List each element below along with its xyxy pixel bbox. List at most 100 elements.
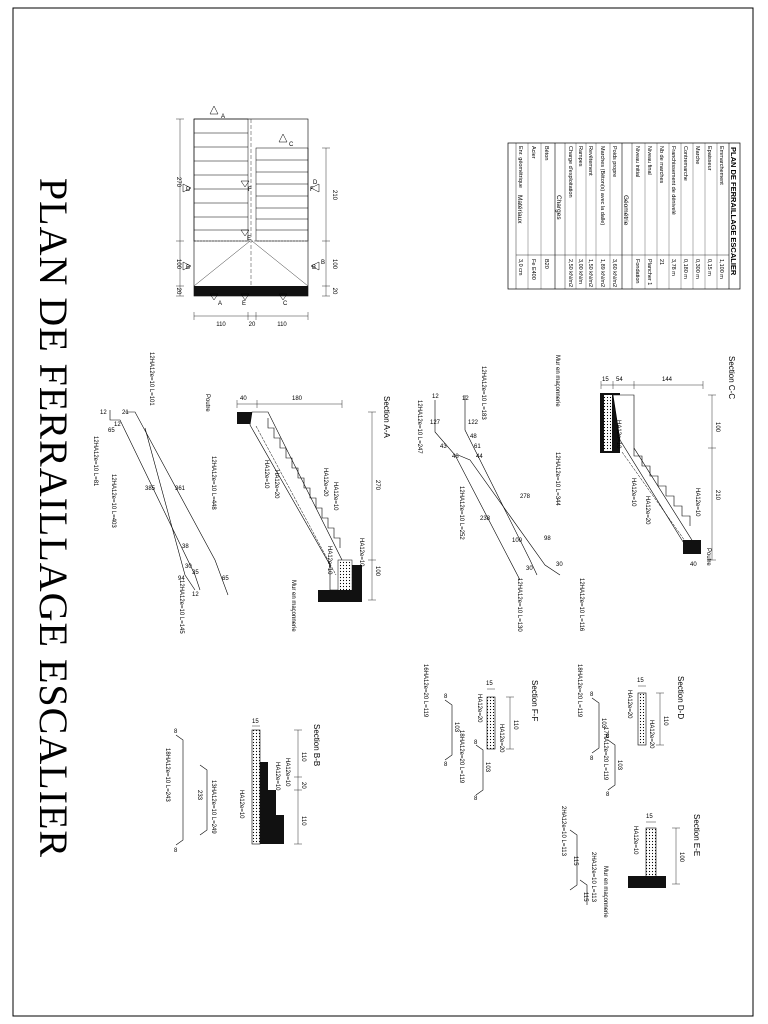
aa-dim: 270 — [374, 480, 380, 491]
section-dd-title: Section D-D — [676, 676, 685, 719]
plan-dim-210: 210 — [331, 190, 337, 201]
aa-schedule-dim: 361 — [175, 486, 186, 492]
table-cell: Rampes — [577, 146, 583, 167]
cc-dim: 144 — [662, 377, 673, 383]
aa-schedule-dim: 12 — [100, 410, 107, 416]
bb-schedule-dim: 8 — [174, 729, 178, 735]
bb-step-1 — [260, 762, 268, 844]
table-cell: Enr. géométrique — [517, 146, 523, 188]
sheet-border — [12, 7, 754, 1017]
table-cell: 1,89 kN/m2 — [599, 259, 605, 287]
aa-schedule-dim: 65 — [108, 428, 115, 434]
section-ff-title: Section F-F — [530, 680, 539, 721]
table-cell: Emmarchement — [718, 146, 724, 185]
table-cell: Epaisseur — [706, 146, 712, 171]
section-bb-title: Section B-B — [312, 724, 321, 766]
aa-schedule-dim: 35 — [192, 570, 199, 576]
cc-slab — [612, 394, 696, 546]
plan-dim-100-right: 100 — [331, 259, 337, 270]
aa-bar: HA12e=10 — [263, 460, 269, 489]
table-cell: Niveau final — [646, 146, 652, 175]
cc-schedule-dim: 98 — [544, 536, 551, 542]
ff-schedule-dim: 103 — [484, 762, 490, 773]
table-group-charges: Charges — [555, 195, 562, 220]
plan-dim-110-left: 110 — [216, 322, 226, 328]
cc-schedule-label: 12HA12e=10 L=130 — [516, 578, 522, 632]
aa-schedule-dim: 385 — [145, 486, 156, 492]
ee-dim: 15 — [646, 814, 653, 820]
ff-schedule-dim: 8 — [444, 694, 448, 700]
stair-plan: 270 100 20 210 100 20 110 20 110 A C D B… — [175, 105, 337, 328]
aa-bar: HA12e=10 — [332, 482, 338, 511]
dd-schedule-dim: 103 — [616, 760, 622, 771]
ee-schedule-label: 2HA12e=10 L=113 — [590, 852, 596, 903]
table-cell: B20 — [543, 259, 549, 269]
bb-step-3 — [276, 815, 284, 844]
cc-schedule-dim: 122 — [468, 420, 479, 426]
aa-dim: 40 — [240, 396, 247, 402]
cc-schedule-dim: 100 — [512, 538, 523, 544]
cc-schedule-dim: 127 — [430, 420, 441, 426]
section-ee-title: Section E-E — [692, 814, 701, 856]
plan-dim-20-mid: 20 — [249, 322, 256, 328]
aa-bar: HA12e=10 — [358, 538, 364, 567]
marker-c-top: C — [289, 142, 294, 148]
cc-schedule-label: 12HA12e=10 L=247 — [416, 400, 422, 454]
table-cell: Acier — [530, 146, 536, 159]
aa-schedule-dim: 94 — [178, 576, 185, 582]
ee-bar: HA12e=10 — [632, 826, 638, 855]
summary-table: PLAN DE FERRAILLAGE ESCALIER Géométrie C… — [507, 142, 741, 290]
table-cell: Béton — [543, 146, 549, 160]
table-cell: Marches (Béton(s) avec la dalle) — [599, 146, 605, 225]
marker-f-right: F — [310, 187, 314, 193]
bb-dim: 110 — [300, 752, 306, 762]
table-cell: 3,0 cm — [517, 259, 523, 276]
cc-schedule-dim: 48 — [470, 434, 477, 440]
dd-schedule-dim: 8 — [590, 692, 594, 698]
table-cell: Franchissement de dénivelé — [670, 146, 676, 215]
cc-schedule-dim: 12 — [462, 396, 469, 402]
table-cell: 1,50 kN/m2 — [587, 259, 593, 287]
table-cell: Plancher 1 — [646, 259, 652, 285]
marker-f-mid: F — [248, 187, 252, 193]
table-cell: 0,15 m — [706, 259, 712, 276]
plan-dim-20-right: 20 — [331, 288, 337, 295]
section-markers — [182, 105, 320, 301]
marker-e-bottom: E — [242, 301, 246, 307]
aa-dim: 100 — [374, 566, 380, 577]
table-cell: Poids propre — [611, 146, 617, 177]
cc-dim: 40 — [690, 562, 697, 568]
table-charges-rows: Poids propre 3,60 kN/m2 Marches (Béton(s… — [567, 143, 617, 289]
ff-schedule-dim: 103 — [453, 722, 459, 733]
dd-bar: HA12e=20 — [626, 690, 632, 719]
ff-schedule-dim: 8 — [444, 762, 448, 768]
ff-bar: HA12e=20 — [498, 724, 504, 753]
cc-steps — [633, 448, 691, 526]
cc-schedule-dim: 43 — [440, 444, 447, 450]
cc-label-wall: Mur en maçonnerie — [554, 355, 560, 407]
aa-schedule-label: 12HA12e=10 L=145 — [178, 580, 184, 634]
plan-dim-110-right: 110 — [277, 322, 287, 328]
table-cell: 3,00 kN/m — [577, 259, 583, 284]
cc-dim: 210 — [714, 490, 720, 501]
aa-wall-base — [318, 590, 362, 602]
cc-bar: HA12e=10 — [615, 420, 621, 449]
ff-schedule-label: 16HA12e=20 L=119 — [422, 664, 428, 718]
ff-schedule-dim: 8 — [474, 796, 478, 802]
bb-dim: 20 — [300, 782, 306, 789]
bb-schedule-dim: 233 — [196, 790, 202, 801]
marker-b-bottom-right: B — [321, 260, 325, 266]
dd-schedule-dim: 8 — [606, 734, 610, 740]
aa-bar: HA12e=10 — [326, 546, 332, 575]
table-title: PLAN DE FERRAILLAGE ESCALIER — [729, 147, 738, 276]
dd-dim: 110 — [662, 716, 668, 726]
ee-schedule-dim: 115 — [572, 856, 578, 866]
ee-schedule-label: 2HA12e=10 L=113 — [560, 806, 566, 857]
section-b-b: Section B-B 15 110 20 110 HA12e=10 HA12e… — [164, 719, 321, 854]
marker-b-left: B — [186, 265, 190, 271]
bb-bar: HA12e=10 — [274, 762, 280, 791]
aa-schedule-label: 12HA12e=10 L=81 — [92, 436, 98, 487]
cc-schedule-label: 12HA12e=10 L=183 — [480, 366, 486, 420]
marker-d-left: D — [186, 187, 191, 193]
section-f-f: Section F-F 15 110 HA12e=20 HA12e=20 16H… — [422, 664, 539, 802]
